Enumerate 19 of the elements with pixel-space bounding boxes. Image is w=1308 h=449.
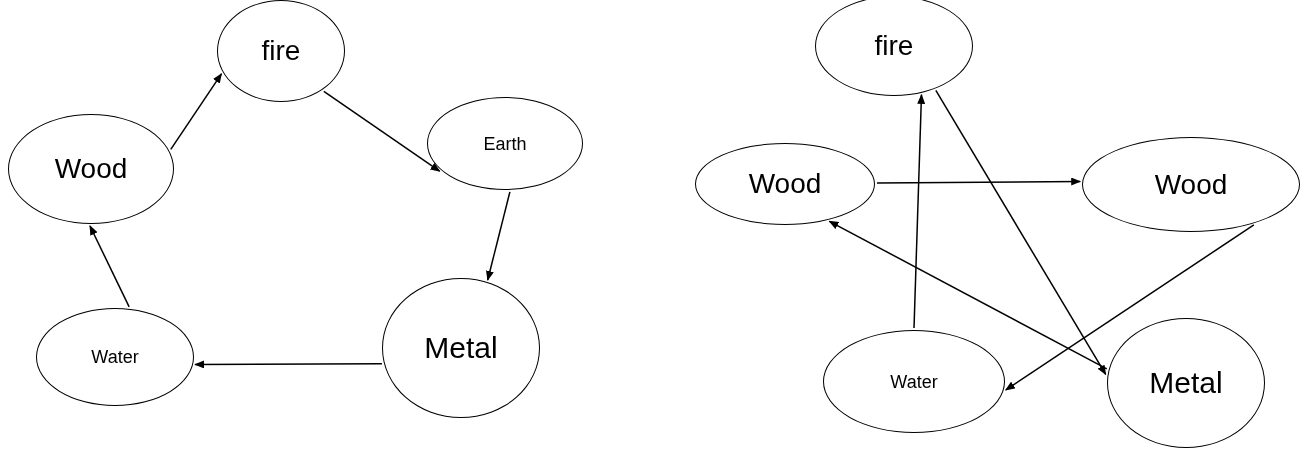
node-label: Water	[91, 348, 139, 366]
arrow	[323, 90, 441, 172]
node-label: fire	[261, 37, 301, 65]
arrow	[89, 225, 130, 308]
node-label: Wood	[54, 155, 128, 183]
node-label: fire	[874, 32, 914, 60]
arrow	[194, 360, 383, 369]
node-label: Metal	[424, 333, 498, 363]
node-label: Wood	[1154, 170, 1228, 199]
node-label: Wood	[748, 170, 822, 198]
node-label: Water	[890, 372, 938, 391]
arrow	[1004, 224, 1255, 391]
arrow	[170, 72, 223, 151]
arrow	[828, 220, 1108, 370]
arrow	[876, 177, 1082, 186]
arrow	[486, 191, 511, 281]
node-label: Metal	[1149, 368, 1223, 398]
arrow	[935, 89, 1107, 376]
node-label: Earth	[483, 134, 527, 153]
